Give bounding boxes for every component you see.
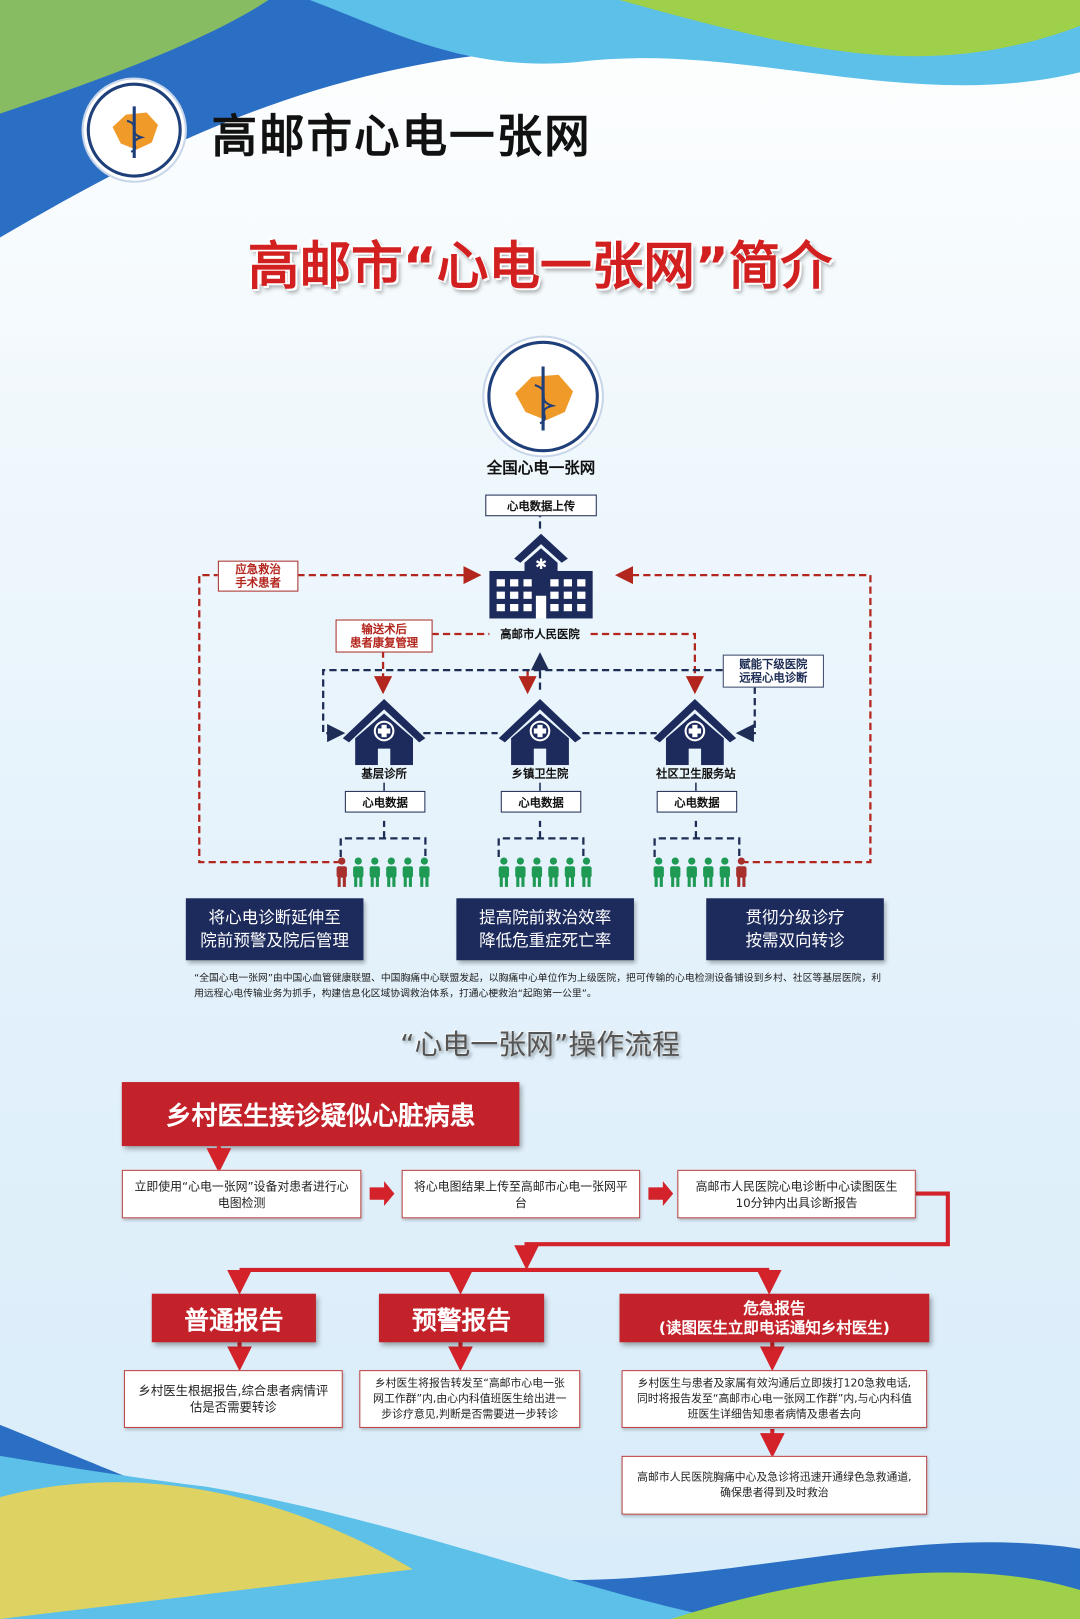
emergency-line: 应急救治 <box>235 562 281 577</box>
person-icon <box>670 857 681 887</box>
process-step: 将心电图结果上传至高邮市心电一张网平台 <box>401 1169 641 1219</box>
person-icon <box>386 857 397 887</box>
empower-box: 赋能下级医院远程心电诊断 <box>722 654 824 688</box>
intro-note: “全国心电一张网”由中国心血管健康联盟、中国胸痛中心联盟发起，以胸痛中心单位作为… <box>194 972 882 1000</box>
goal-line: 将心电诊断延伸至 <box>208 907 341 928</box>
report-warning: 预警报告 <box>378 1293 545 1343</box>
facility-label-clinic: 基层诊所 <box>361 767 407 781</box>
report-critical: 危急报告 (读图医生立即电话通知乡村医生) <box>619 1293 930 1343</box>
goal-line: 按需双向转诊 <box>745 930 845 950</box>
process-step: 高邮市人民医院心电诊断中心读图医生10分钟内出具诊断报告 <box>677 1169 916 1219</box>
national-network-label: 全国心电一张网 <box>486 458 596 478</box>
china-map-logo-icon <box>112 106 158 158</box>
empower-line: 远程心电诊断 <box>739 671 808 685</box>
process-heading: “心电一张网”操作流程 <box>400 1029 680 1062</box>
report-normal: 普通报告 <box>151 1293 316 1343</box>
goal-line: 院前预警及院后管理 <box>200 930 349 950</box>
emergency-box: 应急救治手术患者 <box>217 560 299 592</box>
ecg-data-box: 心电数据 <box>656 790 738 813</box>
facility-label-community: 社区卫生服务站 <box>656 767 736 781</box>
goal-box: 贯彻分级诊疗按需双向转诊 <box>706 898 884 961</box>
goal-line: 贯彻分级诊疗 <box>745 907 845 928</box>
china-map-logo-icon <box>515 366 574 431</box>
hospital-label: 高邮市人民医院 <box>500 627 580 642</box>
person-icon <box>581 857 592 887</box>
clinic-house-icon <box>653 699 737 766</box>
start-banner: 乡村医生接诊疑似心脏病患 <box>121 1082 520 1147</box>
process-step: 立即使用“心电一张网”设备对患者进行心电图检测 <box>121 1169 362 1219</box>
person-icon <box>703 857 714 887</box>
empower-line: 赋能下级医院 <box>739 657 808 672</box>
goal-line: 提高院前救治效率 <box>479 907 612 928</box>
goal-box: 提高院前救治效率降低危重症死亡率 <box>456 898 634 961</box>
emergency-line: 手术患者 <box>235 576 281 590</box>
final-step: 高邮市人民医院胸痛中心及急诊将迅速开通绿色急救通道,确保患者得到及时救治 <box>621 1455 928 1515</box>
person-icon <box>353 857 364 887</box>
person-icon <box>548 857 559 887</box>
goal-box: 将心电诊断延伸至院前预警及院后管理 <box>185 898 364 961</box>
person-icon <box>402 857 413 887</box>
person-icon <box>369 857 380 887</box>
person-icon <box>515 857 526 887</box>
rehab-line: 输送术后 <box>361 622 407 637</box>
hospital-icon: ✱ <box>489 533 593 619</box>
rehab-box: 输送术后患者康复管理 <box>335 619 433 653</box>
alliance-logo <box>86 82 182 178</box>
person-icon <box>531 857 543 887</box>
report-desc: 乡村医生与患者及家属有效沟通后立即拨打120急救电话,同时将报告发至“高邮市心电… <box>621 1370 928 1428</box>
goal-line: 降低危重症死亡率 <box>479 930 612 950</box>
report-desc: 乡村医生根据报告,综合患者病情评估是否需要转诊 <box>123 1370 343 1428</box>
people-group-icon <box>336 857 430 887</box>
people-group-icon <box>653 857 747 887</box>
person-icon <box>653 857 664 887</box>
person-icon <box>419 857 430 887</box>
clinic-house-icon <box>498 699 582 766</box>
rehab-line: 患者康复管理 <box>350 636 419 650</box>
ecg-data-box: 心电数据 <box>344 790 426 813</box>
people-group-icon <box>498 857 592 887</box>
intro-heading: 高邮市“心电一张网”简介 <box>247 236 833 297</box>
national-network-logo <box>487 340 599 453</box>
report-critical-title: 危急报告 <box>743 1298 806 1317</box>
site-title: 高邮市心电一张网 <box>211 110 592 164</box>
facility-label-township: 乡镇卫生院 <box>511 767 569 781</box>
report-critical-subtitle: (读图医生立即电话通知乡村医生) <box>658 1317 890 1337</box>
person-icon <box>498 857 510 887</box>
svg-text:✱: ✱ <box>535 557 547 573</box>
report-desc: 乡村医生将报告转发至“高邮市心电一张网工作群”内,由心内科值班医生给出进一步诊疗… <box>359 1370 581 1428</box>
person-icon <box>336 857 347 887</box>
person-icon <box>686 857 697 887</box>
person-icon <box>719 857 730 887</box>
ecg-data-box: 心电数据 <box>500 790 582 813</box>
person-icon <box>736 857 747 887</box>
ecg-upload-box: 心电数据上传 <box>485 494 597 517</box>
person-icon <box>564 857 576 887</box>
clinic-house-icon <box>342 699 426 766</box>
